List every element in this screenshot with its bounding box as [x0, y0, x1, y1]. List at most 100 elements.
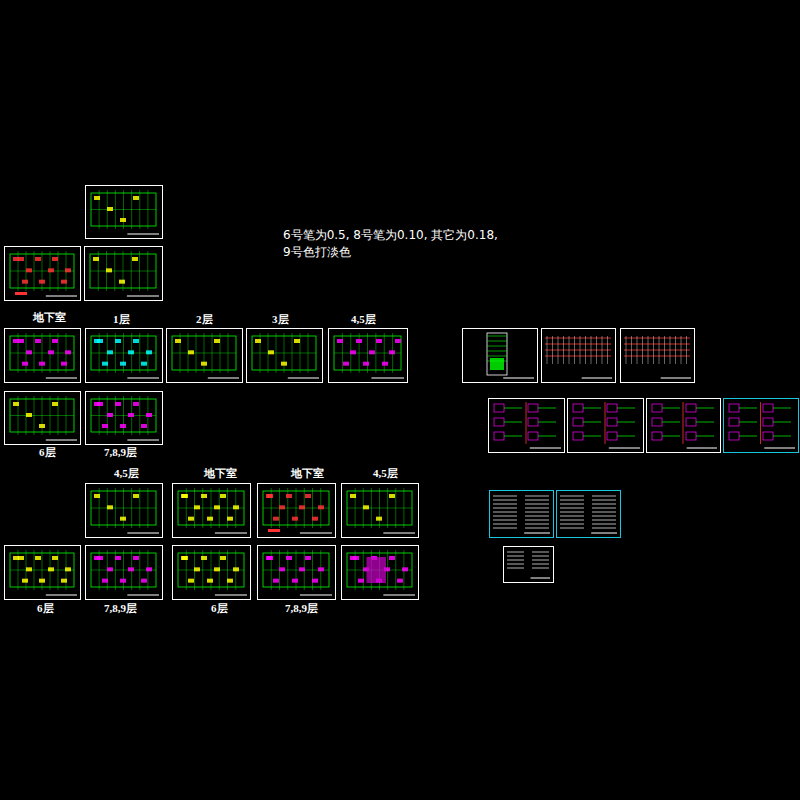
wiring-line: [538, 408, 556, 409]
sheet-border: [85, 247, 163, 301]
equipment-mark: [18, 257, 24, 261]
equipment-mark: [292, 517, 298, 521]
sheet-border: [86, 392, 163, 445]
sheet-border: [329, 329, 408, 383]
equipment-mark: [363, 505, 369, 509]
equipment-mark: [146, 567, 152, 571]
floor-label: 2层: [196, 313, 213, 325]
equipment-mark: [268, 350, 274, 354]
panel-symbol: [494, 404, 504, 412]
sheet-border: [167, 329, 243, 383]
equipment-mark: [279, 567, 285, 571]
wiring-line: [696, 436, 714, 437]
equipment-mark: [356, 339, 362, 343]
title-block: [531, 578, 551, 579]
equipment-mark: [61, 362, 67, 366]
equipment-mark: [402, 567, 408, 571]
equipment-mark: [363, 362, 369, 366]
note-text-line: [592, 500, 616, 501]
table-col: [659, 336, 660, 364]
wiring-line: [617, 436, 635, 437]
equipment-mark: [281, 362, 287, 366]
floor-label: 4,5层: [114, 467, 139, 479]
title-block: [687, 448, 717, 449]
wiring-line: [662, 408, 680, 409]
equipment-mark: [107, 413, 113, 417]
wiring-line: [504, 436, 522, 437]
table-row: [624, 338, 690, 339]
equipment-mark: [120, 579, 126, 583]
pen-note: 6号笔为0.5, 8号笔为0.10, 其它为0.18,: [283, 229, 498, 242]
riser-line: [487, 351, 507, 352]
equipment-mark: [194, 505, 200, 509]
note-text-line: [560, 520, 584, 521]
equipment-mark: [207, 579, 213, 583]
title-block: [46, 595, 77, 596]
equipment-mark: [220, 556, 226, 560]
table-row: [545, 350, 611, 351]
equipment-mark: [26, 350, 32, 354]
panel-symbol: [528, 418, 538, 426]
note-text-line: [592, 496, 616, 497]
wiring-line: [617, 422, 635, 423]
note-text-line: [532, 552, 549, 553]
equipment-mark: [273, 517, 279, 521]
title-block: [300, 595, 332, 596]
legend-strip: [268, 529, 280, 532]
pen-note: 9号色打淡色: [283, 246, 351, 259]
table-row: [624, 344, 690, 345]
panel-symbol: [494, 418, 504, 426]
equipment-mark: [65, 350, 71, 354]
table-col: [607, 336, 608, 364]
riser-line: [487, 361, 507, 362]
equipment-mark: [358, 579, 364, 583]
equipment-mark: [35, 257, 41, 261]
sheet-border: [86, 546, 163, 600]
title-block: [300, 533, 332, 534]
equipment-mark: [376, 339, 382, 343]
note-text-line: [525, 500, 549, 501]
equipment-mark: [376, 517, 382, 521]
riser-line: [487, 341, 507, 342]
sheet-border: [342, 546, 419, 600]
note-text-line: [560, 496, 584, 497]
equipment-mark: [337, 339, 343, 343]
note-text-line: [532, 564, 549, 565]
equipment-mark: [299, 567, 305, 571]
wiring-line: [696, 408, 714, 409]
equipment-mark: [292, 579, 298, 583]
table-col: [642, 336, 643, 364]
zone-fill: [367, 557, 387, 583]
bus-line: [760, 402, 761, 444]
panel-symbol: [729, 418, 739, 426]
wiring-line: [739, 436, 757, 437]
panel-symbol: [607, 418, 617, 426]
equipment-mark: [26, 567, 32, 571]
wiring-line: [504, 422, 522, 423]
note-text-line: [525, 528, 549, 529]
equipment-mark: [267, 556, 273, 560]
equipment-mark: [214, 567, 220, 571]
panel-symbol: [652, 432, 662, 440]
title-block: [503, 378, 534, 379]
equipment-mark: [188, 517, 194, 521]
equipment-mark: [128, 413, 134, 417]
equipment-mark: [207, 517, 213, 521]
note-text-line: [507, 560, 524, 561]
panel-symbol: [607, 404, 617, 412]
bus-line: [683, 402, 684, 444]
equipment-mark: [141, 424, 147, 428]
title-block: [127, 378, 159, 379]
title-block: [127, 296, 159, 297]
panel-symbol: [686, 432, 696, 440]
equipment-mark: [353, 556, 359, 560]
wiring-line: [583, 422, 601, 423]
note-text-line: [507, 556, 524, 557]
equipment-mark: [227, 517, 233, 521]
panel-symbol: [686, 418, 696, 426]
title-block: [46, 296, 77, 297]
riser-line: [487, 336, 507, 337]
table-col: [670, 336, 671, 364]
panel-symbol: [528, 432, 538, 440]
